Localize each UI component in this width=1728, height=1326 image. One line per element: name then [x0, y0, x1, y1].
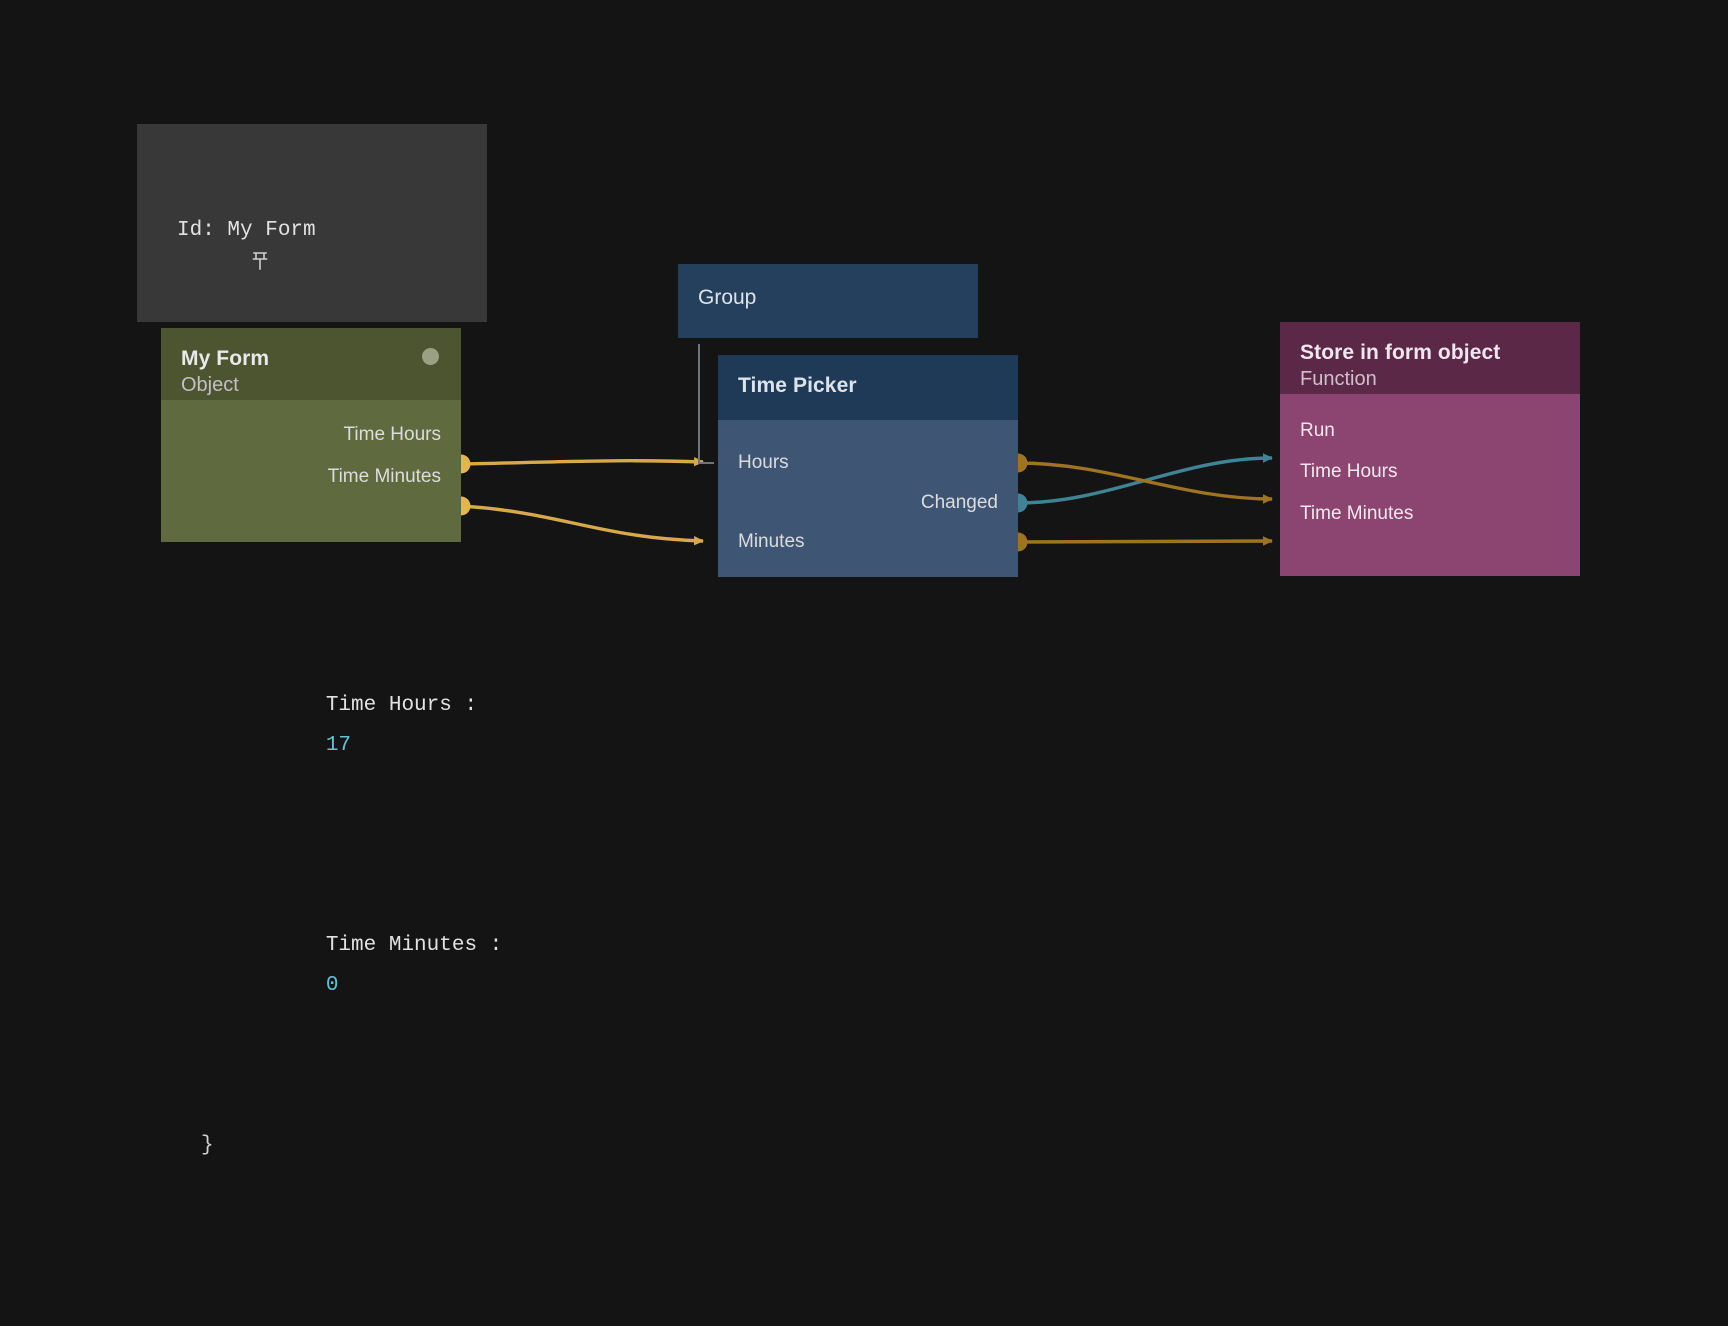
node-my-form-type: Object	[181, 374, 239, 396]
node-group[interactable]: Group	[678, 264, 978, 338]
node-store-body: Run Time Hours Time Minutes	[1280, 394, 1580, 576]
inspector-row: Time Minutes : 0	[157, 886, 502, 1046]
node-my-form[interactable]: My Form Object Time Hours Time Minutes	[161, 328, 461, 542]
output-port-changed[interactable]: Changed	[920, 492, 998, 513]
node-store-type: Function	[1300, 368, 1377, 390]
input-port-minutes[interactable]: Minutes	[738, 531, 805, 552]
node-graph-canvas[interactable]: Id: My Form { Time Hours : 17 Time Minut…	[0, 0, 1728, 1157]
node-time-picker-body: Hours Changed Minutes	[718, 420, 1018, 577]
node-store-title: Store in form object	[1300, 341, 1501, 364]
inspector-panel[interactable]: Id: My Form { Time Hours : 17 Time Minut…	[137, 124, 502, 1157]
input-port-run[interactable]: Run	[1300, 420, 1335, 441]
output-port-time-hours[interactable]: Time Hours	[343, 424, 441, 445]
inspector-id-label: Id: My Form	[177, 219, 316, 242]
node-store-in-form-object[interactable]: Store in form object Function Run Time H…	[1280, 322, 1580, 576]
output-port-time-minutes[interactable]: Time Minutes	[327, 466, 441, 487]
inspector-value: 0	[325, 974, 339, 997]
input-port-time-minutes[interactable]: Time Minutes	[1300, 503, 1414, 524]
inspector-brace-close: }	[201, 1134, 214, 1157]
status-indicator-dot[interactable]	[422, 348, 439, 365]
node-time-picker-header[interactable]: Time Picker	[718, 355, 1018, 420]
node-my-form-body: Time Hours Time Minutes	[161, 400, 461, 542]
node-group-title: Group	[698, 286, 757, 309]
node-time-picker[interactable]: Time Picker Hours Changed Minutes	[718, 355, 1018, 577]
inspector-key: Time Minutes :	[325, 934, 503, 957]
pin-icon[interactable]	[151, 221, 268, 270]
group-connector-line-vertical	[698, 344, 700, 464]
inspector-key: Time Hours :	[325, 694, 478, 717]
node-my-form-header[interactable]: My Form Object	[161, 328, 461, 400]
group-connector-line-horizontal	[698, 462, 714, 464]
node-store-header[interactable]: Store in form object Function	[1280, 322, 1580, 394]
input-port-time-hours[interactable]: Time Hours	[1300, 461, 1398, 482]
node-my-form-title: My Form	[181, 347, 270, 370]
input-port-hours[interactable]: Hours	[738, 452, 789, 473]
node-time-picker-title: Time Picker	[738, 374, 857, 397]
inspector-header: Id: My Form	[151, 216, 473, 270]
inspector-row: Time Hours : 17	[157, 646, 477, 806]
inspector-value: 17	[325, 734, 352, 757]
